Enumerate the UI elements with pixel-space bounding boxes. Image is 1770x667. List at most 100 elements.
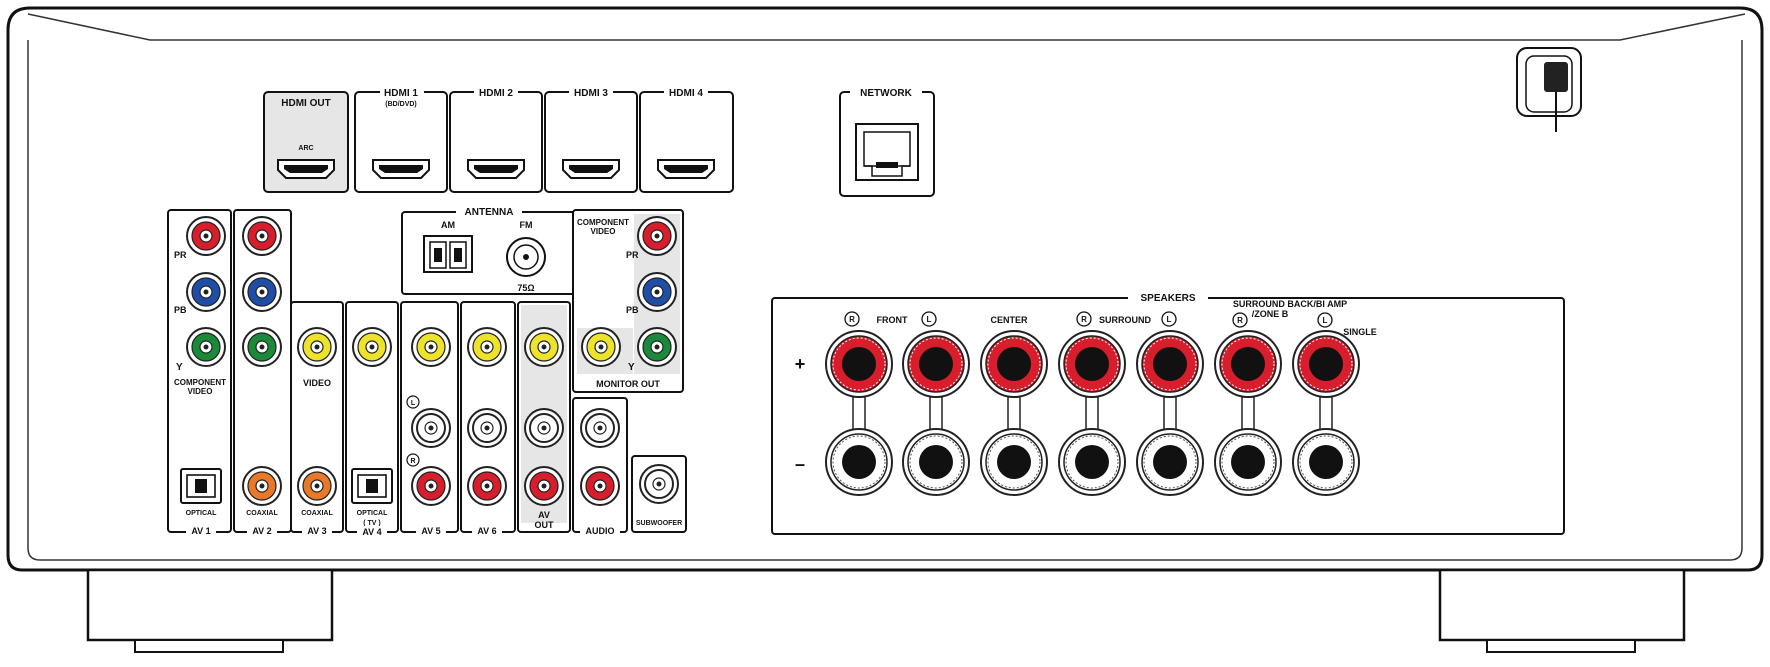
hdmi-2-port[interactable] [467, 159, 525, 179]
av6-audio-r-jack[interactable] [467, 466, 507, 506]
hdmi-1-label: HDMI 1 [384, 88, 418, 99]
surround-l-plus-terminal[interactable] [1136, 330, 1204, 398]
av1-component-pr-jack[interactable] [186, 216, 226, 256]
audio-r-jack[interactable] [580, 466, 620, 506]
av1-component-y-jack[interactable] [186, 327, 226, 367]
fm-impedance-label: 75Ω [517, 283, 534, 293]
av1-label: AV 1 [191, 526, 210, 536]
center-minus-terminal[interactable] [980, 428, 1048, 496]
av3-label: AV 3 [307, 526, 326, 536]
top-edge-line [27, 13, 1746, 41]
monitor-out-pr-jack[interactable] [637, 216, 677, 256]
av1-component-pb-jack[interactable] [186, 272, 226, 312]
av5-label: AV 5 [421, 526, 440, 536]
surround-l-minus-terminal[interactable] [1136, 428, 1204, 496]
av-out-video-jack[interactable] [524, 327, 564, 367]
av-out-audio-l-jack[interactable] [524, 408, 564, 448]
av1-pr-label: PR [174, 250, 187, 260]
av3-video-jack[interactable] [297, 327, 337, 367]
av1-optical-port[interactable] [180, 468, 222, 504]
minus-label: – [795, 454, 805, 474]
monitor-out-label: MONITOR OUT [596, 379, 660, 389]
av4-tv-label: ( TV ) [363, 520, 381, 527]
av6-video-jack[interactable] [467, 327, 507, 367]
am-terminal[interactable] [423, 235, 473, 273]
surround-label: SURROUND [1099, 315, 1152, 325]
monitor-component-label-1: COMPONENT [577, 218, 629, 227]
front-l-plus-terminal[interactable] [902, 330, 970, 398]
surround-back-label-1: SURROUND BACK/BI AMP [1233, 299, 1347, 309]
surround-back-r-mark: R [1232, 312, 1248, 328]
front-r-minus-terminal[interactable] [825, 428, 893, 496]
hdmi-4-port[interactable] [657, 159, 715, 179]
surround-r-minus-terminal[interactable] [1058, 428, 1126, 496]
subwoofer-group: SUBWOOFER [631, 455, 687, 533]
av3-coaxial-jack[interactable] [297, 466, 337, 506]
speakers-panel: SPEAKERS + – R FRONT L CENTER R SURROUND… [771, 291, 1565, 535]
av-out-group: AV OUT [517, 301, 571, 533]
av4-label: AV 4 [362, 527, 381, 537]
network-label: NETWORK [860, 88, 912, 99]
surround-back-label-2: /ZONE B [1252, 309, 1289, 319]
right-foot [1438, 568, 1686, 642]
monitor-out-y-jack[interactable] [637, 327, 677, 367]
surround-back-l-minus-terminal[interactable] [1292, 428, 1360, 496]
av4-group: OPTICAL ( TV ) AV 4 [345, 301, 399, 538]
av-out-label-2: OUT [535, 520, 555, 530]
hdmi-in-2: HDMI 2 [449, 86, 543, 193]
hdmi-in-1: HDMI 1 (BD/DVD) [354, 86, 448, 193]
monitor-component-label-2: VIDEO [591, 227, 616, 236]
surround-r-plus-terminal[interactable] [1058, 330, 1126, 398]
subwoofer-label: SUBWOOFER [636, 520, 682, 527]
antenna-group: ANTENNA AM FM 75Ω [401, 205, 577, 295]
av2-component-pr-jack[interactable] [242, 216, 282, 256]
ethernet-port[interactable] [855, 123, 919, 181]
plus-label: + [795, 354, 806, 374]
surround-back-r-minus-terminal[interactable] [1214, 428, 1282, 496]
audio-group: AUDIO [572, 397, 628, 536]
av2-label: AV 2 [252, 526, 271, 536]
monitor-out-video-jack[interactable] [581, 327, 621, 367]
av2-group: COAXIAL AV 2 [233, 209, 292, 536]
surround-back-l-plus-terminal[interactable] [1292, 330, 1360, 398]
fm-terminal[interactable] [506, 237, 546, 277]
front-l-minus-terminal[interactable] [902, 428, 970, 496]
power-cord-inlet[interactable] [1516, 47, 1582, 132]
av6-group: AV 6 [460, 301, 516, 536]
av5-r-mark: R [406, 453, 420, 467]
hdmi-1-port[interactable] [372, 159, 430, 179]
monitor-out-pb-jack[interactable] [637, 272, 677, 312]
hdmi-4-label: HDMI 4 [669, 88, 703, 99]
right-foot-base [1486, 639, 1636, 653]
av6-audio-l-jack[interactable] [467, 408, 507, 448]
fm-label: FM [520, 220, 533, 230]
arc-label: ARC [298, 145, 313, 152]
hdmi-2-label: HDMI 2 [479, 88, 513, 99]
speakers-label: SPEAKERS [1140, 293, 1195, 304]
surround-back-l-mark: L [1317, 312, 1333, 328]
av-out-audio-r-jack[interactable] [524, 466, 564, 506]
audio-l-jack[interactable] [580, 408, 620, 448]
av5-video-jack[interactable] [411, 327, 451, 367]
hdmi-3-label: HDMI 3 [574, 88, 608, 99]
hdmi-in-3: HDMI 3 [544, 86, 638, 193]
av1-y-label: Y [176, 362, 183, 373]
av2-component-pb-jack[interactable] [242, 272, 282, 312]
surround-back-r-plus-terminal[interactable] [1214, 330, 1282, 398]
front-r-mark: R [844, 311, 860, 327]
center-plus-terminal[interactable] [980, 330, 1048, 398]
av5-audio-r-jack[interactable] [411, 466, 451, 506]
av5-l-mark: L [406, 395, 420, 409]
av2-coaxial-jack[interactable] [242, 466, 282, 506]
av5-audio-l-jack[interactable] [411, 408, 451, 448]
front-r-plus-terminal[interactable] [825, 330, 893, 398]
av4-optical-port[interactable] [351, 468, 393, 504]
av2-component-y-jack[interactable] [242, 327, 282, 367]
av4-video-jack[interactable] [352, 327, 392, 367]
left-foot-base [134, 639, 284, 653]
hdmi-3-port[interactable] [562, 159, 620, 179]
front-label: FRONT [877, 315, 908, 325]
hdmi-out-port[interactable] [277, 159, 335, 179]
subwoofer-jack[interactable] [639, 464, 679, 504]
av3-group: VIDEO COAXIAL AV 3 [290, 301, 344, 536]
